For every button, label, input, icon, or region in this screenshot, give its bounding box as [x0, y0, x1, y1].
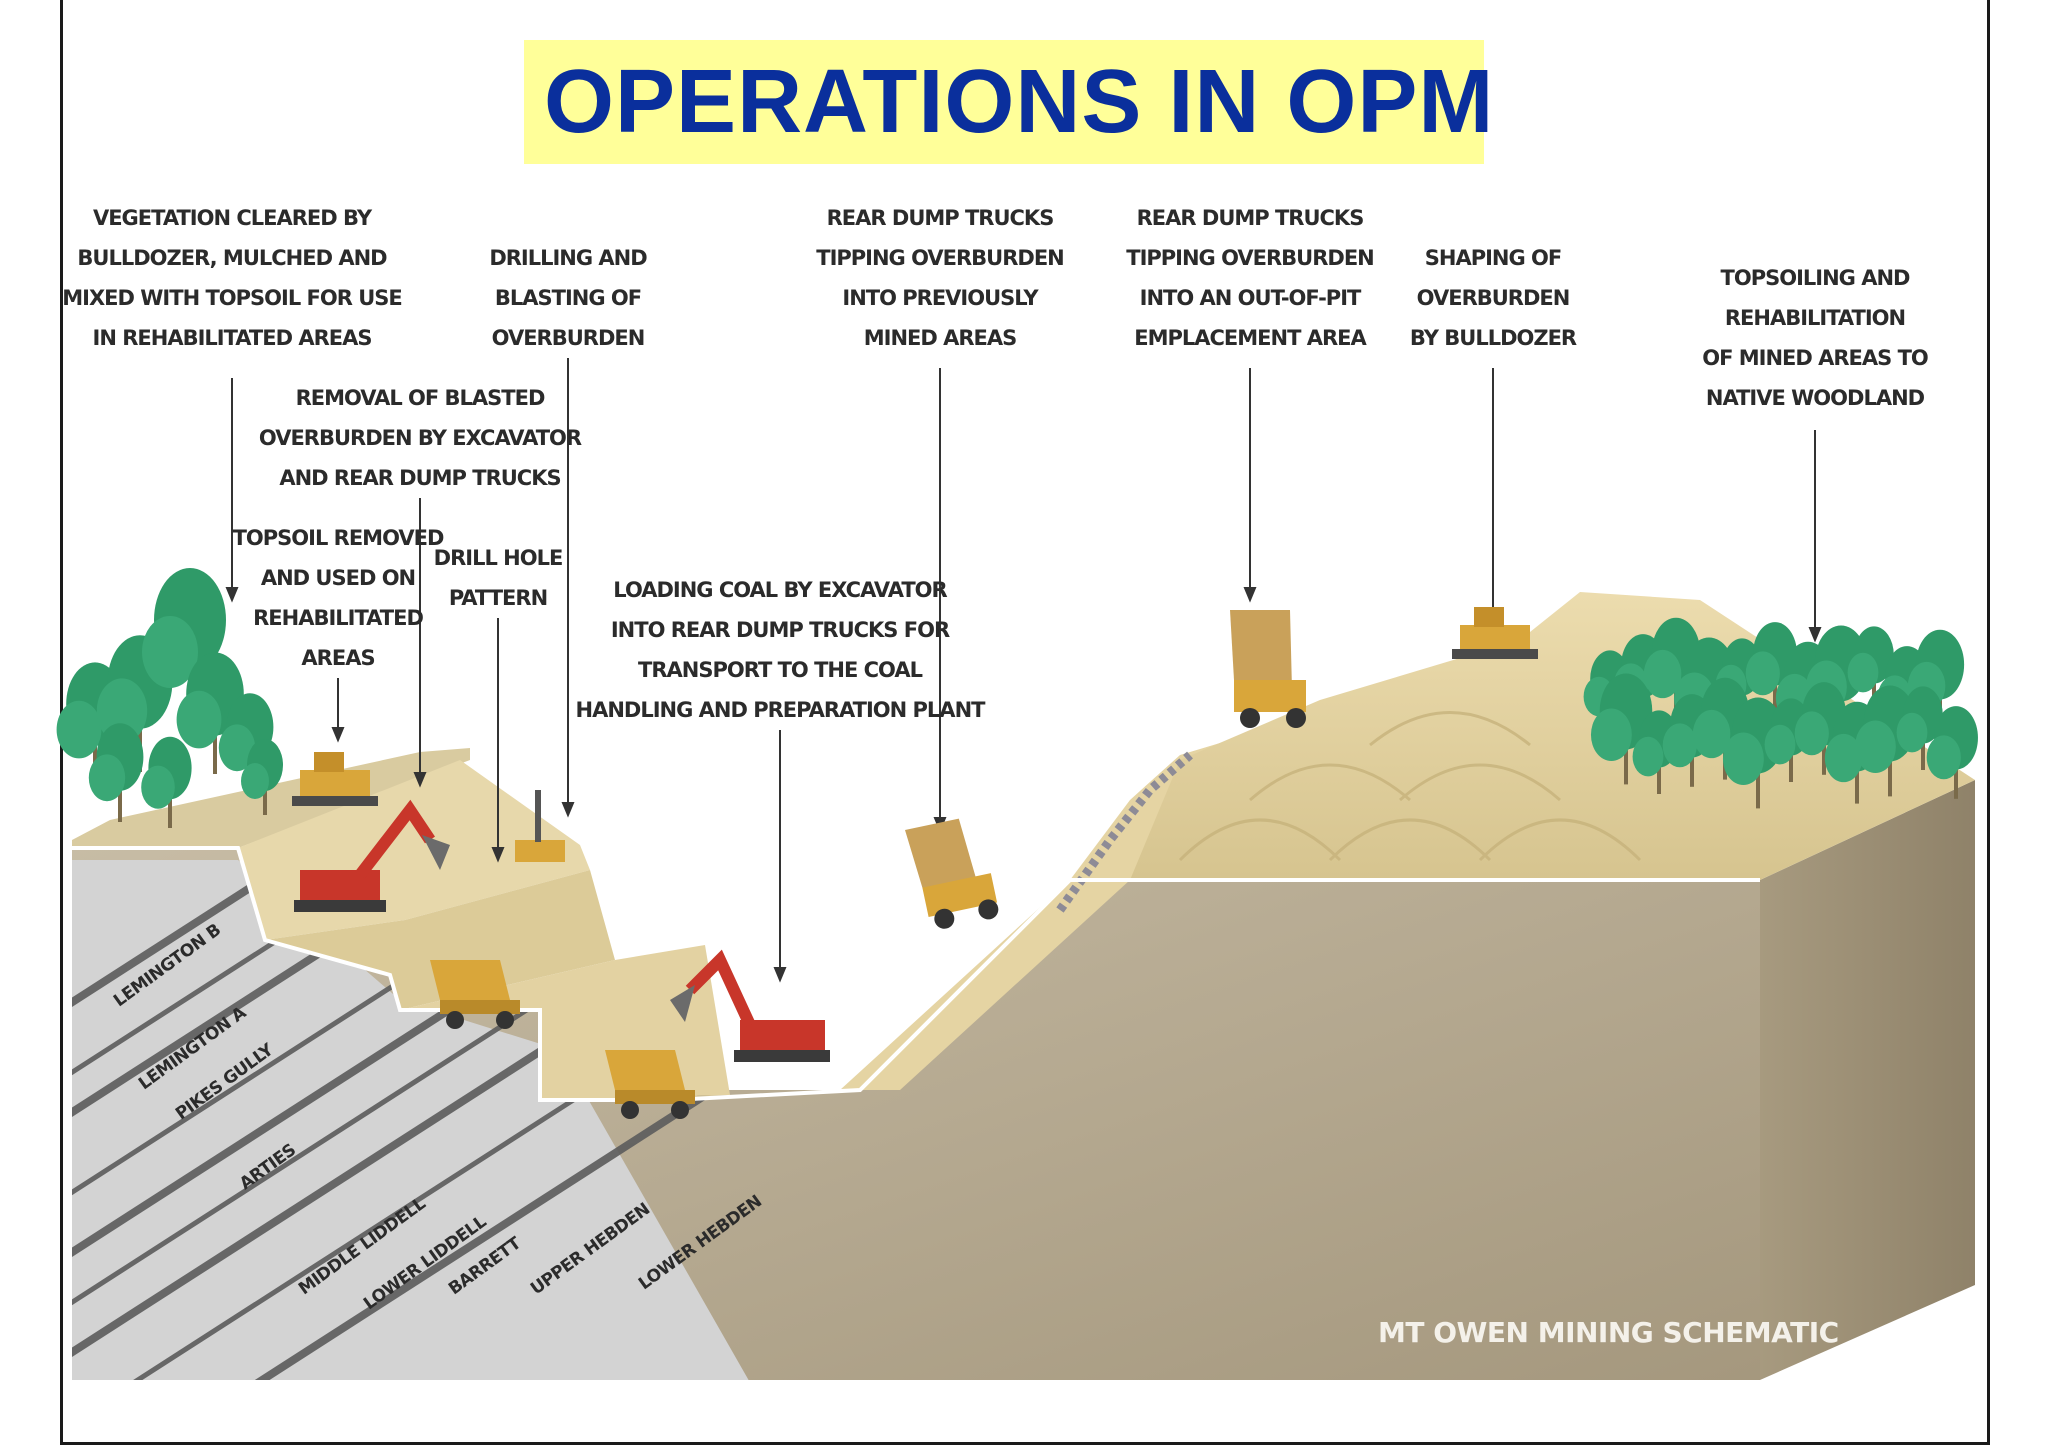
coal-seam-band	[72, 1056, 763, 1380]
leader-arrow	[773, 967, 787, 983]
tree-icon	[56, 568, 283, 828]
tree-trunk	[1855, 750, 1859, 804]
tree-canopy	[176, 690, 222, 749]
tree-trunk	[1756, 750, 1760, 809]
spoil-rubble	[1056, 751, 1193, 913]
tree-canopy	[1764, 724, 1796, 765]
tree-canopy	[1896, 712, 1928, 753]
tree-canopy	[1794, 711, 1829, 756]
coal-seam-band	[72, 848, 763, 1014]
title-highlight	[524, 40, 1484, 164]
tree-canopy	[1662, 723, 1697, 768]
dump-terraces	[1178, 711, 1642, 862]
tree-trunk	[1872, 666, 1876, 710]
tree-canopy	[56, 700, 102, 759]
tree-trunk	[1690, 738, 1694, 787]
tree-trunk	[263, 775, 267, 815]
excavator-icon	[294, 799, 450, 912]
tree-trunk	[138, 700, 142, 772]
dump-truck-icon	[430, 960, 520, 1029]
tree-trunk	[1822, 726, 1826, 775]
leader-arrow	[225, 587, 239, 603]
tree-icon	[1583, 617, 1978, 809]
dump-truck-icon	[605, 1050, 695, 1119]
tree-trunk	[93, 720, 97, 784]
drill-rig-icon	[515, 790, 565, 862]
tree-canopy	[1692, 709, 1731, 759]
tree-canopy	[141, 765, 175, 809]
leader-arrow	[413, 772, 427, 788]
tree-canopy	[1745, 651, 1780, 696]
tree-trunk	[168, 780, 172, 828]
tree-canopy	[1722, 732, 1764, 786]
leader-arrow	[491, 847, 505, 863]
tree-trunk	[1888, 738, 1892, 797]
tree-trunk	[1624, 726, 1628, 785]
schematic-caption: MT OWEN MINING SCHEMATIC	[1378, 1316, 1839, 1349]
tree-canopy	[1632, 736, 1664, 777]
leader-arrow	[331, 727, 345, 743]
excavator-icon	[670, 949, 830, 1062]
dump-truck-icon	[1230, 610, 1306, 728]
surface-edge-line	[72, 846, 1760, 1102]
tree-canopy	[1590, 708, 1632, 762]
tree-canopy	[142, 616, 198, 688]
tree-canopy	[1643, 649, 1682, 699]
tree-trunk	[1773, 666, 1777, 715]
tree-canopy	[241, 763, 269, 799]
right-side-face	[1760, 780, 1975, 1380]
tree-canopy	[1824, 733, 1863, 783]
page-title: OPERATIONS IN OPM	[544, 52, 1495, 152]
bulldozer-icon	[1452, 607, 1538, 659]
tree-canopy	[1847, 652, 1879, 693]
tree-trunk	[213, 710, 217, 774]
tree-trunk	[1921, 726, 1925, 770]
tree-canopy	[1926, 735, 1961, 780]
leader-arrow	[1243, 587, 1257, 603]
tree-trunk	[1954, 750, 1958, 799]
tree-trunk	[1657, 750, 1661, 794]
tree-trunk	[1789, 738, 1793, 782]
dump-truck-icon	[905, 818, 999, 929]
middle-bench	[265, 870, 615, 1010]
leader-arrow	[561, 802, 575, 818]
tree-canopy	[218, 724, 256, 772]
tree-canopy	[1854, 720, 1896, 774]
leader-arrow	[1808, 627, 1822, 643]
tree-trunk	[118, 770, 122, 822]
bulldozer-icon	[292, 752, 378, 806]
tree-canopy	[88, 754, 126, 802]
